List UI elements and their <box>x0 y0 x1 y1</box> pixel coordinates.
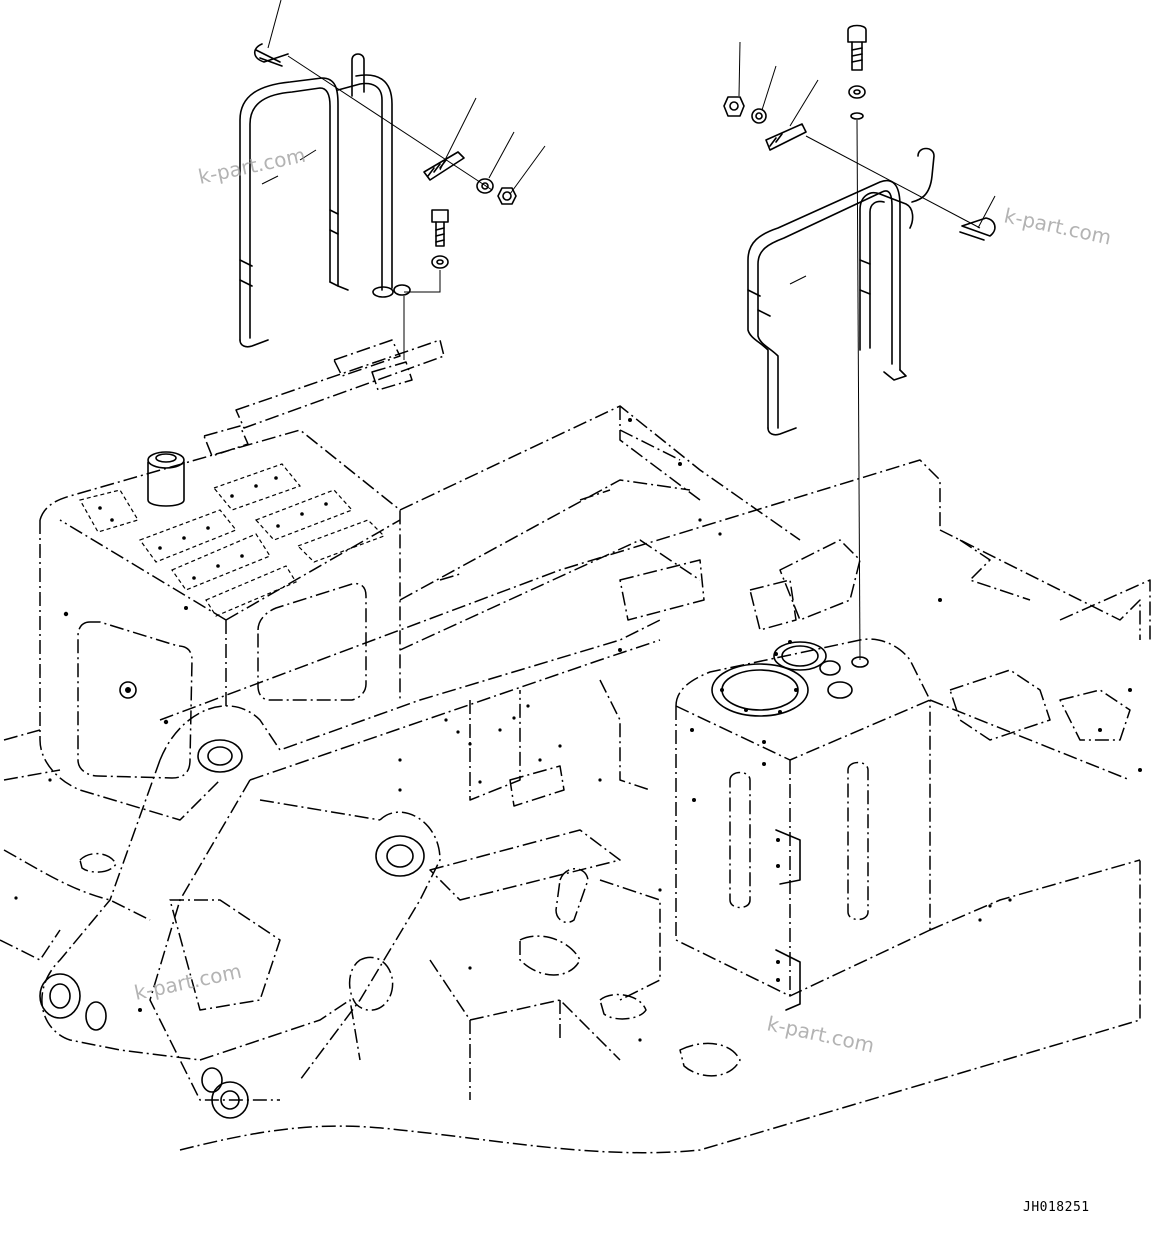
nut-left <box>497 187 517 205</box>
washer-right <box>751 108 767 124</box>
frame-rivets <box>14 418 1142 1042</box>
u-bolt-right <box>959 217 996 241</box>
plate-holes-left <box>63 476 328 725</box>
bolt-right <box>847 24 867 661</box>
left-handrail-assembly <box>239 0 546 360</box>
boom-pin-bosses <box>39 739 425 1119</box>
revolving-frame <box>0 405 1151 961</box>
watermark-top-right: k-part.com <box>1002 203 1114 249</box>
drawing-code: JH018251 <box>1023 1200 1090 1215</box>
nut-right <box>723 96 745 117</box>
left-tank-body <box>39 339 445 821</box>
fuel-tank-cap-plate <box>711 640 869 717</box>
handrail-right <box>747 147 935 436</box>
watermark-bottom-right: k-part.com <box>765 1011 877 1057</box>
drain-fitting <box>119 681 137 699</box>
fuel-tank-brackets <box>690 728 801 1011</box>
right-handrail-assembly <box>723 24 996 661</box>
watermark-top-left: k-part.com <box>196 143 308 189</box>
handrail-left <box>239 53 411 348</box>
washer-left <box>476 178 494 194</box>
boom-bracket <box>39 619 1141 1154</box>
bolt-left <box>403 209 449 360</box>
u-bolt-left <box>253 43 289 67</box>
fuel-tank-right <box>675 638 1141 1011</box>
tank-cap-left <box>147 451 185 507</box>
clamp-right <box>765 123 807 151</box>
clamp-left <box>423 151 465 181</box>
